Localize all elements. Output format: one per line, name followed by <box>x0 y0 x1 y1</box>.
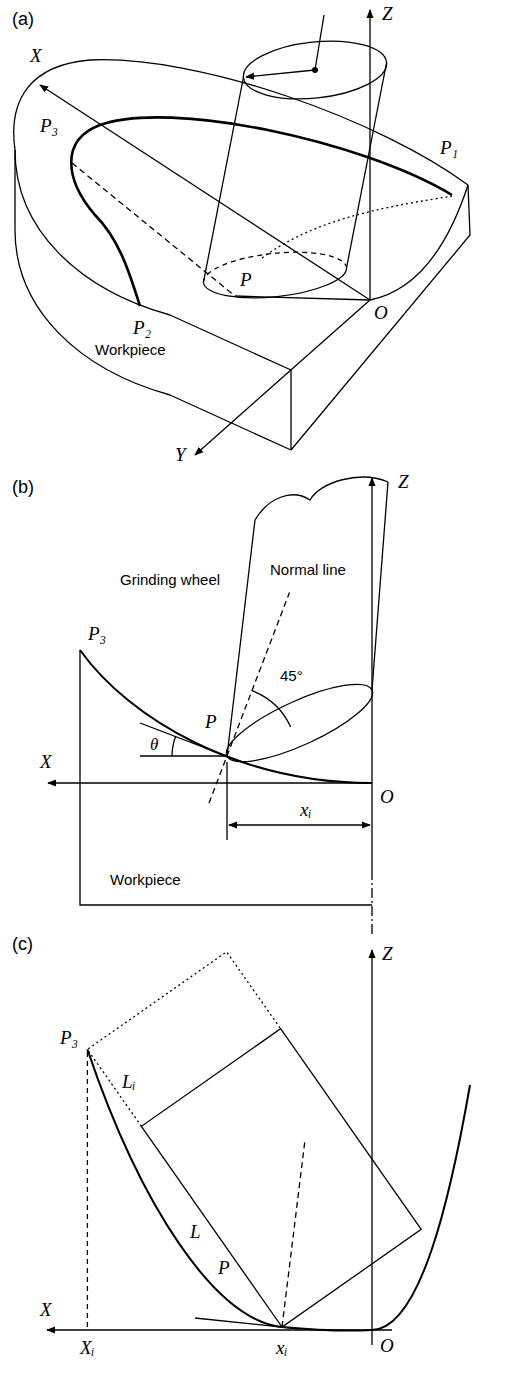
workpiece-section <box>172 736 176 756</box>
wheel-projection <box>141 1029 421 1327</box>
workpiece-block <box>14 60 468 370</box>
dimension-label: xᵢ <box>300 800 311 819</box>
dimension-label: L <box>190 1222 201 1241</box>
axes <box>195 300 370 455</box>
point-label: P₃ <box>60 1028 78 1047</box>
profile-curve <box>87 1049 470 1330</box>
grinding-wheel <box>218 670 381 776</box>
cavity-edge <box>71 117 452 306</box>
axes <box>371 950 372 1345</box>
part-label: Grinding wheel <box>120 572 220 587</box>
point-label: O <box>380 1336 394 1355</box>
workpiece-section <box>140 723 250 765</box>
workpiece-section <box>80 593 372 906</box>
axis-label: X <box>30 46 42 65</box>
point-label: P <box>205 712 217 731</box>
panel-label: (b) <box>12 478 34 496</box>
grinding-wheel <box>315 15 324 70</box>
workpiece-block <box>290 370 291 450</box>
dimension-xi <box>227 762 370 840</box>
part-label: Workpiece <box>110 872 181 887</box>
point-label: P₃ <box>40 116 58 135</box>
part-label: Workpiece <box>95 342 166 357</box>
grinding-wheel <box>227 520 255 756</box>
workpiece-block <box>370 185 468 300</box>
axis-label: X <box>40 1300 52 1319</box>
point-label: P <box>218 1258 230 1277</box>
point-label: O <box>380 787 394 806</box>
axes <box>40 85 370 300</box>
point-label: P₃ <box>88 624 106 643</box>
profile-curve <box>282 1140 305 1327</box>
point-label: P <box>240 270 252 289</box>
workpiece-section <box>80 650 372 783</box>
grinding-wheel <box>347 63 387 268</box>
axis-label: Z <box>382 4 393 23</box>
dimension-label: xᵢ <box>276 1338 287 1357</box>
cavity-edge <box>71 117 452 306</box>
grinding-wheel <box>203 252 346 282</box>
wheel-projection <box>87 952 280 1127</box>
workpiece-block <box>291 185 470 450</box>
point-label: P₂ <box>133 318 151 337</box>
dimension-xi <box>229 824 370 825</box>
angle-label: 45° <box>280 668 303 683</box>
axis-label: Y <box>175 445 186 464</box>
axes <box>369 10 370 300</box>
workpiece-section <box>209 593 290 804</box>
line-label: Normal line <box>270 562 346 577</box>
workpiece-block <box>14 60 470 450</box>
grinding-wheel <box>252 691 291 727</box>
axes <box>48 782 372 783</box>
dimension-label: Xᵢ <box>80 1338 95 1357</box>
axis-label: Z <box>382 944 393 963</box>
grinding-wheel <box>203 15 389 298</box>
axis-label: X <box>40 752 52 771</box>
dimension-xi <box>226 762 227 840</box>
axes <box>371 478 372 870</box>
point-label: O <box>374 303 388 322</box>
axis-label: Z <box>398 472 409 491</box>
profile-curve <box>87 1052 88 1330</box>
workpiece-section <box>140 755 227 756</box>
grinding-wheel <box>240 35 389 106</box>
grinding-wheel <box>203 78 243 283</box>
angle-label: θ <box>150 736 158 753</box>
grinding-wheel <box>246 70 315 77</box>
profile-curve <box>195 1318 300 1329</box>
grinding-wheel <box>203 268 346 298</box>
cavity-edge <box>72 163 235 296</box>
point-label: P₁ <box>440 138 458 157</box>
workpiece-block <box>15 230 291 450</box>
axes <box>48 478 372 935</box>
panel-label: (c) <box>12 935 33 953</box>
profile-curve <box>87 1049 470 1330</box>
grinding-wheel <box>255 477 388 520</box>
axes <box>40 10 370 455</box>
panel-label: (a) <box>12 10 34 28</box>
grinding-wheel <box>372 482 388 690</box>
wheel-projection <box>87 952 421 1327</box>
grinding-wheel <box>218 477 388 776</box>
dimension-label: Lᵢ <box>122 1072 136 1091</box>
axes <box>371 870 372 935</box>
workpiece-section <box>80 650 372 905</box>
workpiece-block <box>14 150 15 230</box>
